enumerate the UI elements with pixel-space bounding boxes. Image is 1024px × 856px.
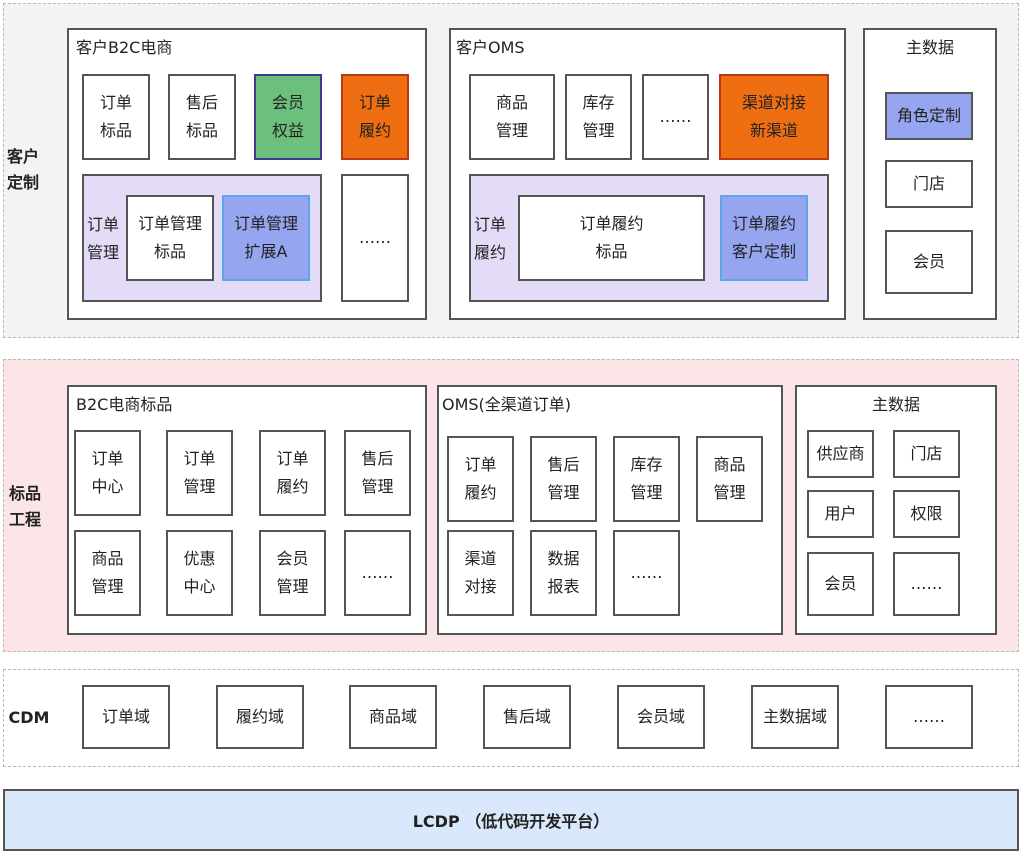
cust-b2c-order-fulfillment: 订单 履约 (341, 74, 409, 160)
std-oms-channel-integration: 渠道 对接 (447, 530, 514, 616)
std-oms-data-report: 数据 报表 (530, 530, 597, 616)
cust-b2c-order-mgmt-label: 订单 管理 (87, 215, 120, 262)
customer-layer-label: 客户 定制 (6, 147, 39, 192)
cust-oms-fulfillment-standard: 订单履约 标品 (518, 195, 705, 281)
std-b2c-more: …… (344, 530, 411, 616)
cdm-fulfillment-domain: 履约域 (216, 685, 304, 749)
lcdp-platform: LCDP （低代码开发平台） (3, 789, 1019, 851)
cust-b2c-order-standard: 订单 标品 (82, 74, 150, 160)
cust-b2c-aftersale-standard: 售后 标品 (168, 74, 236, 160)
std-b2c-member-mgmt: 会员 管理 (259, 530, 326, 616)
std-master-member: 会员 (807, 552, 874, 616)
cdm-product-domain: 商品域 (349, 685, 437, 749)
standard-b2c-title: B2C电商标品 (76, 395, 173, 414)
cdm-master-data-domain: 主数据域 (751, 685, 839, 749)
cust-b2c-more: …… (341, 174, 409, 302)
cust-b2c-member-rights: 会员 权益 (254, 74, 322, 160)
cust-oms-inventory-mgmt: 库存 管理 (565, 74, 632, 160)
standard-oms-title: OMS(全渠道订单) (442, 395, 572, 414)
customer-oms-title: 客户OMS (456, 38, 525, 57)
cdm-more: …… (885, 685, 973, 749)
std-oms-order-fulfillment: 订单 履约 (447, 436, 514, 522)
std-oms-inventory-mgmt: 库存 管理 (613, 436, 680, 522)
cdm-aftersale-domain: 售后域 (483, 685, 571, 749)
cust-oms-product-mgmt: 商品 管理 (469, 74, 555, 160)
std-b2c-order-fulfillment: 订单 履约 (259, 430, 326, 516)
std-oms-aftersale-mgmt: 售后 管理 (530, 436, 597, 522)
std-oms-more: …… (613, 530, 680, 616)
cdm-layer-label: CDM (8, 708, 50, 727)
std-b2c-product-mgmt: 商品 管理 (74, 530, 141, 616)
std-master-user: 用户 (807, 490, 874, 538)
std-b2c-order-mgmt: 订单 管理 (166, 430, 233, 516)
std-master-supplier: 供应商 (807, 430, 874, 478)
customer-master-title: 主数据 (905, 38, 954, 57)
std-oms-product-mgmt: 商品 管理 (696, 436, 763, 522)
cust-master-store: 门店 (885, 160, 973, 208)
std-b2c-promotion-center: 优惠 中心 (166, 530, 233, 616)
cust-oms-more: …… (642, 74, 709, 160)
standard-layer-label: 标品 工程 (8, 484, 41, 529)
cdm-order-domain: 订单域 (82, 685, 170, 749)
cust-master-role-custom: 角色定制 (885, 92, 973, 140)
standard-master-title: 主数据 (871, 395, 920, 414)
cust-b2c-order-mgmt-standard: 订单管理 标品 (126, 195, 214, 281)
customer-b2c-title: 客户B2C电商 (76, 38, 173, 57)
std-master-store: 门店 (893, 430, 960, 478)
cust-oms-channel-new: 渠道对接 新渠道 (719, 74, 829, 160)
std-b2c-order-center: 订单 中心 (74, 430, 141, 516)
std-master-more: …… (893, 552, 960, 616)
std-master-permission: 权限 (893, 490, 960, 538)
cust-oms-fulfillment-custom: 订单履约 客户定制 (720, 195, 808, 281)
std-b2c-aftersale-mgmt: 售后 管理 (344, 430, 411, 516)
cust-oms-fulfillment-label: 订单 履约 (474, 215, 507, 262)
cust-master-member: 会员 (885, 230, 973, 294)
cust-b2c-order-mgmt-ext-a: 订单管理 扩展A (222, 195, 310, 281)
cdm-member-domain: 会员域 (617, 685, 705, 749)
